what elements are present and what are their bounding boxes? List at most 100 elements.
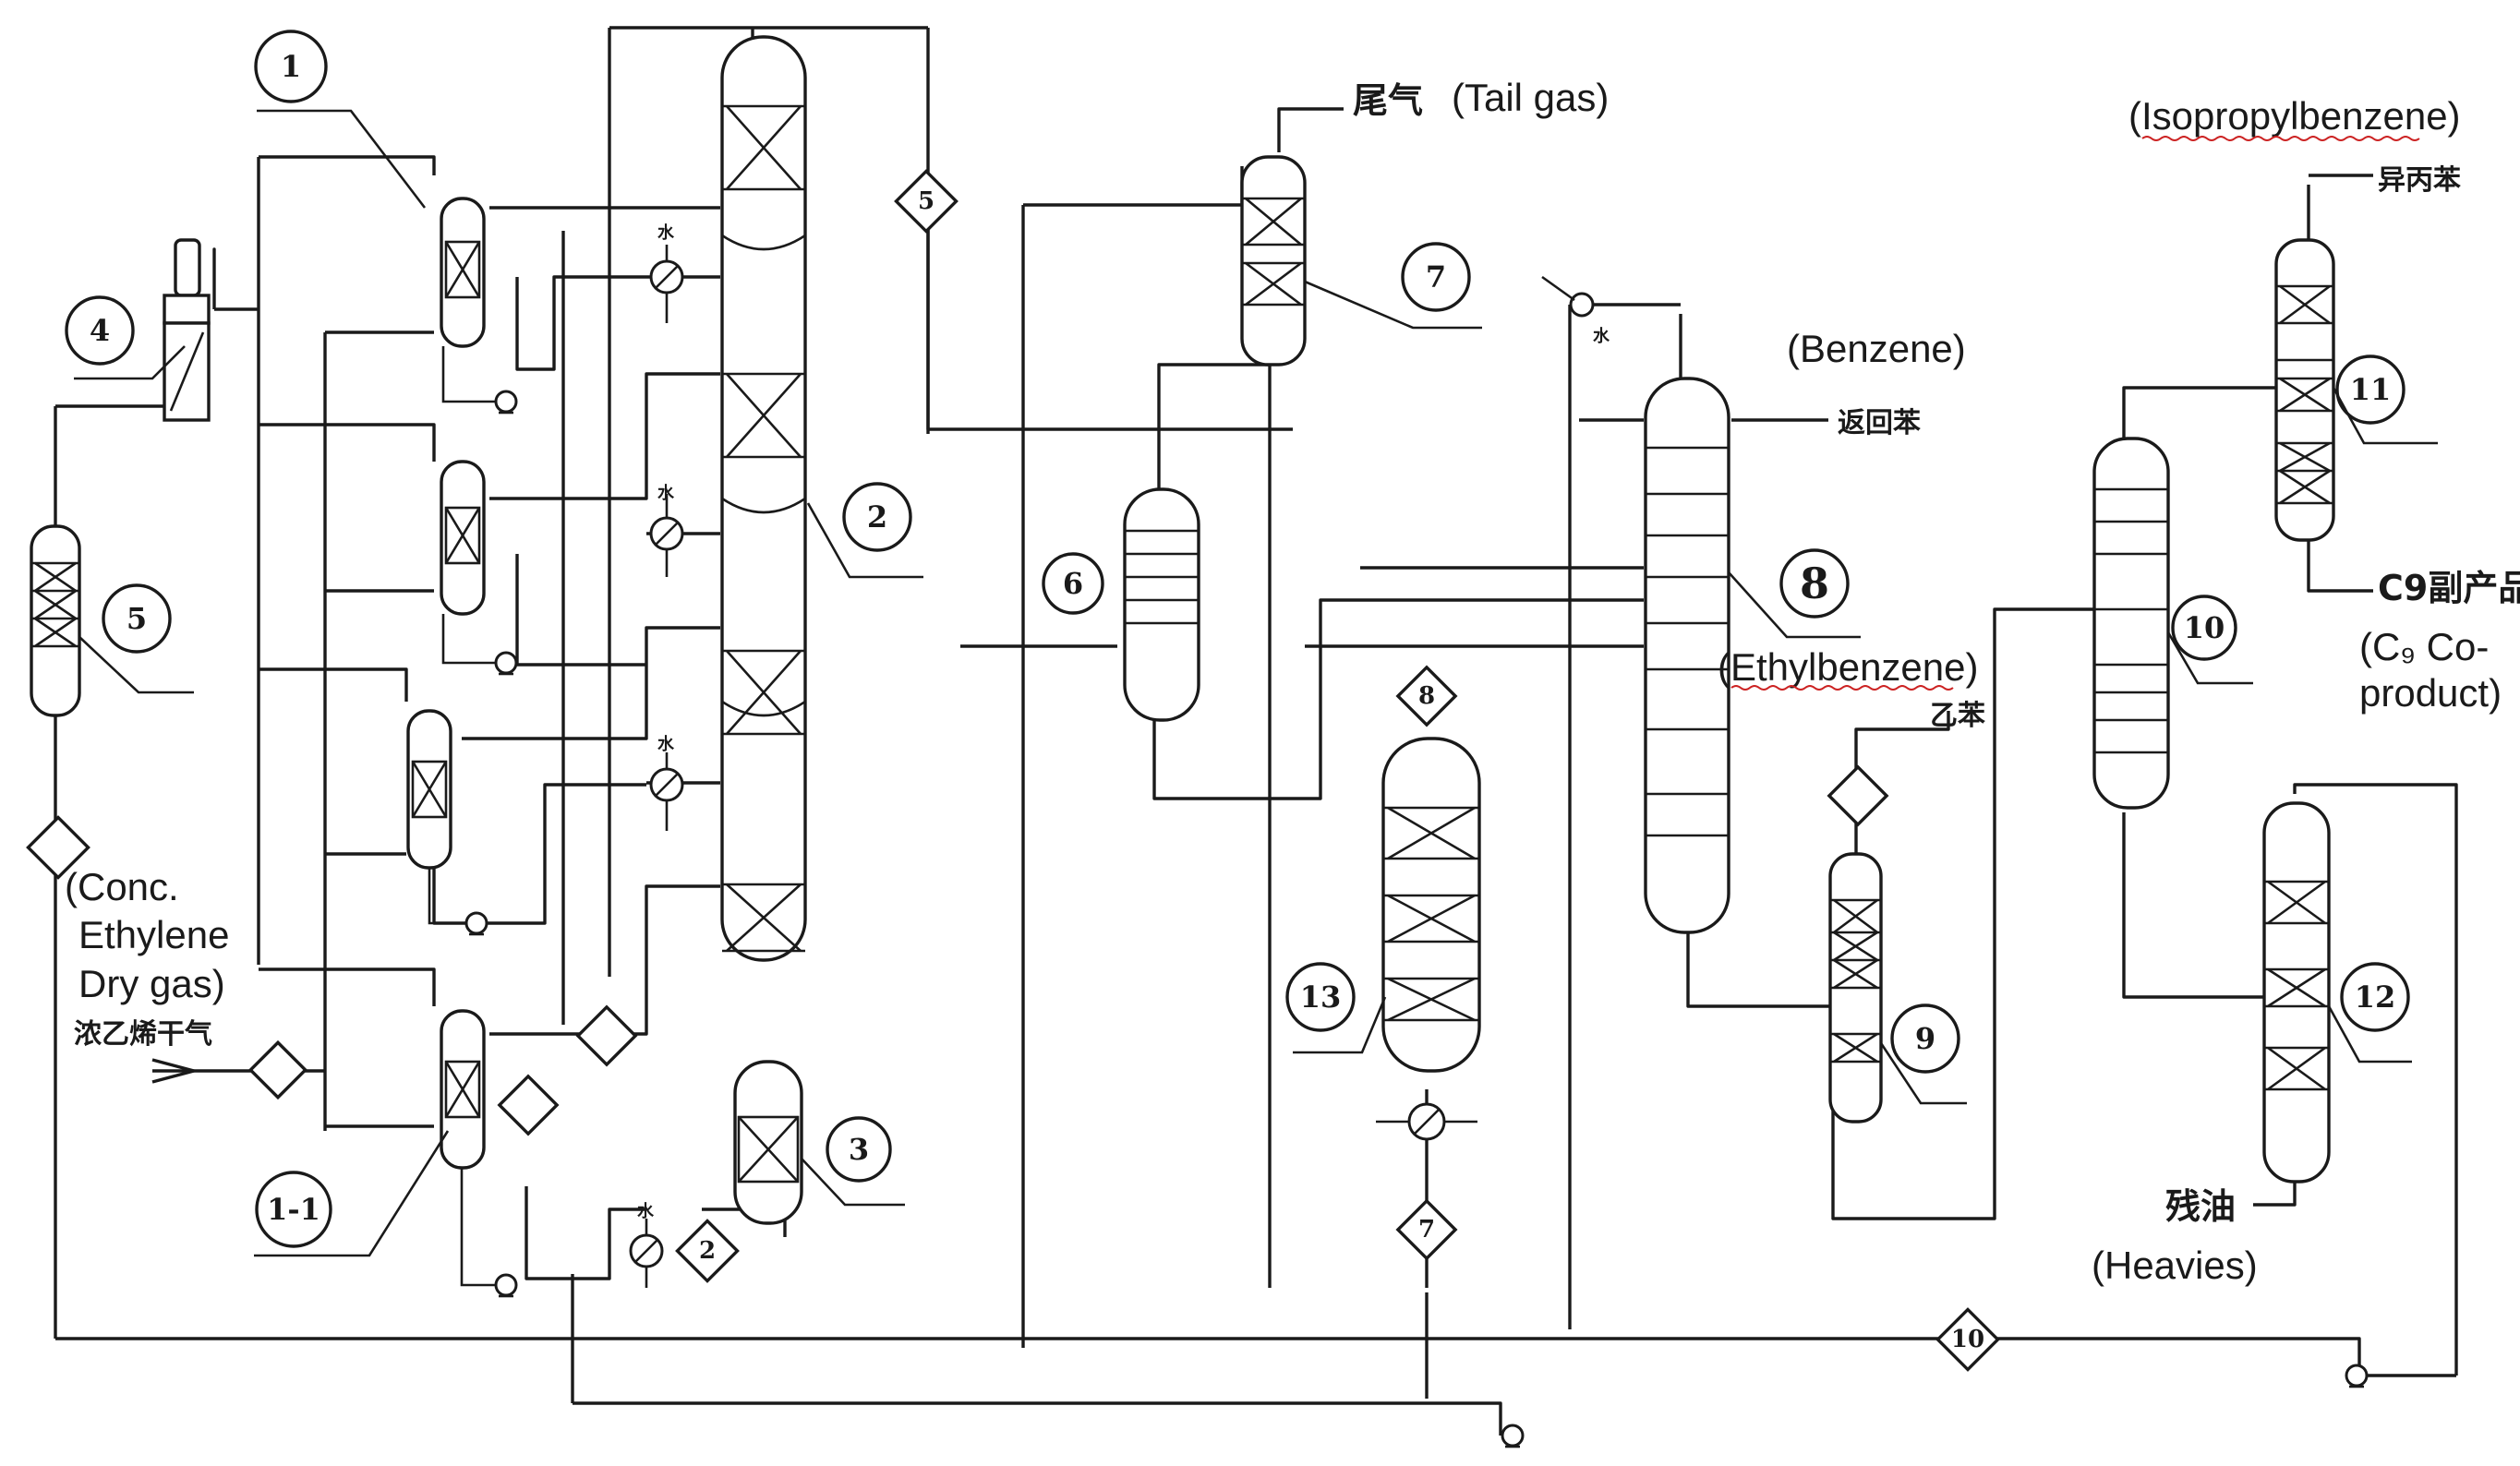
ethylbenzene-cn-label: 乙苯 — [1930, 700, 1985, 732]
stream-2-label: 2 — [699, 1237, 716, 1265]
stream-labels: 尾气 (Tail gas) (Benzene) 返回苯 (Ethylbenzen… — [65, 76, 2520, 1287]
pump-icon — [2345, 1364, 2369, 1388]
equipment-3-label: 3 — [849, 1132, 869, 1167]
vessels — [30, 35, 2335, 1225]
stream-tag-5-top: 5 — [894, 169, 959, 234]
stream-tag-8: 8 — [1395, 665, 1458, 727]
spellcheck-underline — [1730, 685, 1954, 691]
equipment-11-label: 11 — [2350, 372, 2392, 407]
equipment-10-label: 10 — [2184, 610, 2225, 645]
equipment-tag-2: 2 — [806, 482, 923, 579]
stream-tag-feed — [247, 1039, 308, 1100]
c9-cn-label: C9副产品 — [2378, 568, 2520, 608]
stream-tag-10: 10 — [1935, 1307, 2000, 1372]
column-8 — [1644, 377, 1730, 934]
heat-exchanger-icon — [649, 516, 684, 551]
reactor-1-1 — [440, 1009, 486, 1170]
benzene-en-label: (Benzene) — [1787, 327, 1966, 370]
equipment-2-label: 2 — [867, 499, 887, 535]
heat-exchanger-icon — [1407, 1102, 1446, 1141]
equipment-7-label: 7 — [1426, 259, 1446, 294]
spellcheck-underline — [2141, 136, 2420, 141]
feed-en-label-1: (Conc. — [65, 865, 179, 908]
equipment-tag-9: 9 — [1879, 1003, 1967, 1105]
stream-tag-loop — [575, 1004, 638, 1067]
stream-tag-left — [26, 815, 90, 880]
stream-tag-2: 2 — [675, 1219, 740, 1283]
equipment-6-label: 6 — [1063, 566, 1083, 601]
pump-icon — [494, 1273, 518, 1298]
c9-en-label-2: product) — [2359, 671, 2502, 715]
equipment-tag-3: 3 — [801, 1116, 905, 1207]
stream-tags: 5 2 8 7 10 — [26, 169, 2000, 1372]
equipment-tag-5: 5 — [78, 583, 194, 694]
reactor-1 — [440, 197, 486, 348]
reactor-1c — [406, 709, 452, 870]
equipment-tag-6: 6 — [1042, 552, 1104, 615]
tail-gas-cn-label: 尾气 — [1353, 80, 1423, 121]
reactor-13 — [1381, 737, 1481, 1073]
equipment-tag-4: 4 — [65, 295, 186, 380]
tail-gas-en-label: (Tail gas) — [1452, 76, 1609, 119]
equipment-9-label: 9 — [1915, 1021, 1935, 1056]
feed-en-label-3: Dry gas) — [78, 962, 225, 1005]
equipment-tag-1-1: 1-1 — [254, 1130, 450, 1257]
pump-icon — [494, 651, 518, 676]
c9-en-label-1: (C₉ Co- — [2359, 625, 2489, 668]
vessel-5 — [30, 524, 81, 717]
water-tag-label: 水 — [1593, 326, 1610, 346]
heat-exchanger-icon — [629, 1233, 664, 1268]
equipment-8-label: 8 — [1800, 559, 1829, 608]
ethylbenzene-en-label: (Ethylbenzene) — [1718, 645, 1979, 689]
pump-icon — [1501, 1424, 1525, 1448]
equipment-1-label: 1 — [281, 49, 301, 84]
heavies-en-label: (Heavies) — [2092, 1244, 2258, 1287]
equipment-12-label: 12 — [2355, 979, 2396, 1015]
feed-cn-label: 浓乙烯干气 — [74, 1018, 212, 1051]
water-tag-label: 水 — [637, 1201, 655, 1221]
reactor-1b — [440, 460, 486, 616]
column-10 — [2092, 437, 2170, 810]
heavies-cn-label: 残油 — [2165, 1186, 2236, 1227]
stream-tag-7: 7 — [1395, 1198, 1458, 1261]
isopropylbenzene-cn-label: 异丙苯 — [2378, 164, 2461, 197]
pump-icon — [464, 911, 488, 936]
water-tag-label: 水 — [657, 734, 675, 754]
water-tag-label: 水 — [657, 483, 675, 503]
stream-7-label: 7 — [1418, 1216, 1435, 1244]
equipment-4-label: 4 — [90, 313, 110, 348]
isopropylbenzene-en-label: (Isopropylbenzene) — [2128, 94, 2461, 138]
stream-10-label: 10 — [1951, 1326, 1984, 1353]
equipment-tag-7: 7 — [1304, 242, 1482, 330]
column-7 — [1240, 155, 1307, 366]
column-11 — [2274, 238, 2335, 542]
equipment-tag-12: 12 — [2327, 962, 2412, 1063]
equipment-tags: 1 1-1 2 3 4 5 6 — [65, 30, 2438, 1257]
water-tag-label: 水 — [657, 222, 675, 243]
stream-5-label: 5 — [918, 187, 934, 215]
equipment-tag-11: 11 — [2332, 354, 2438, 445]
equipment-5-label: 5 — [127, 601, 147, 636]
equipment-1-1-label: 1-1 — [267, 1192, 320, 1227]
heat-exchangers — [629, 245, 1595, 1288]
pump-icon — [494, 390, 518, 415]
column-12 — [2262, 801, 2331, 1184]
vessel-9 — [1828, 852, 1883, 1124]
heat-exchanger-icon — [649, 767, 684, 802]
equipment-13-label: 13 — [1300, 979, 1342, 1015]
stream-tag-return — [497, 1074, 560, 1136]
equipment-tag-1: 1 — [254, 30, 427, 209]
column-6 — [1123, 487, 1200, 722]
benzene-cn-label: 返回苯 — [1838, 407, 1921, 439]
vessel-3 — [733, 1060, 803, 1225]
pumps — [428, 346, 2369, 1448]
equipment-tag-13: 13 — [1285, 962, 1387, 1054]
reactor-2 — [720, 35, 807, 962]
feed-en-label-2: Ethylene — [78, 913, 229, 956]
heat-exchanger-icon — [1541, 275, 1595, 318]
heater-4 — [163, 238, 211, 422]
stream-tag-ethylbenzene — [1827, 764, 1889, 827]
heat-exchanger-icon — [649, 259, 684, 294]
equipment-tag-10: 10 — [2166, 595, 2253, 685]
